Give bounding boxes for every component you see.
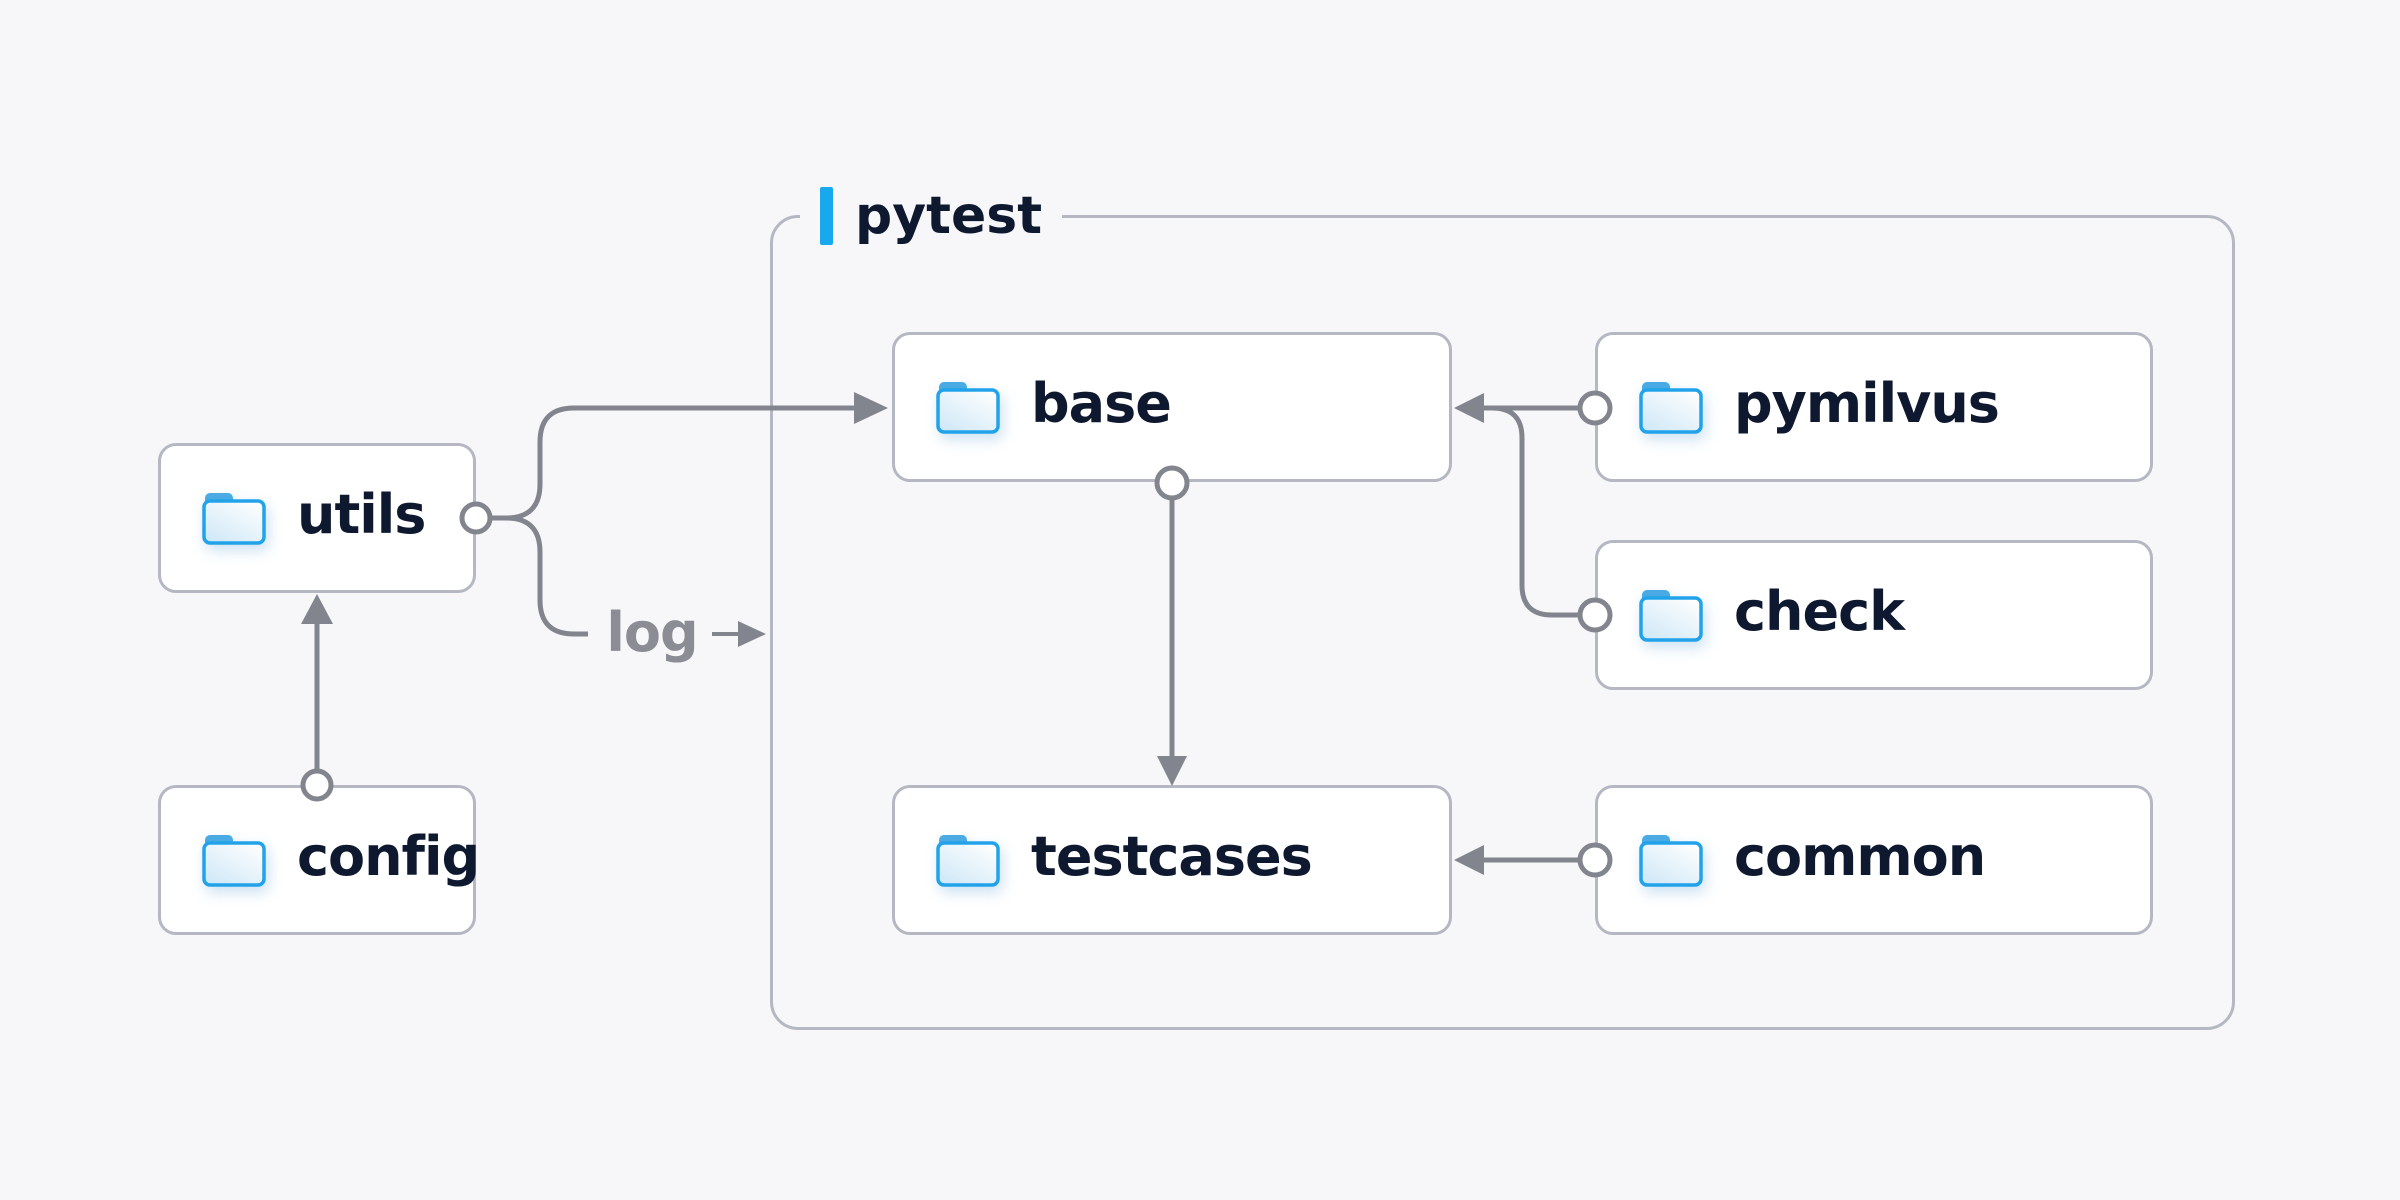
pytest-group-label: pytest <box>800 183 1063 249</box>
node-pymilvus[interactable]: pymilvus <box>1595 332 2153 482</box>
node-config[interactable]: config <box>158 785 480 935</box>
node-common[interactable]: common <box>1595 785 2153 935</box>
folder-icon <box>1639 835 1703 887</box>
node-check[interactable]: check <box>1595 540 2153 690</box>
folder-icon <box>936 382 1000 434</box>
connector-utils-log: log <box>459 501 766 664</box>
node-testcases[interactable]: testcases <box>892 785 1452 935</box>
folder-icon <box>1639 382 1703 434</box>
log-label: log <box>606 601 697 664</box>
node-label: config <box>297 825 480 888</box>
arrowhead <box>301 594 333 624</box>
node-label: testcases <box>1031 825 1313 888</box>
group-title: pytest <box>855 186 1043 246</box>
node-label: common <box>1734 825 1986 888</box>
node-label: utils <box>297 483 426 546</box>
node-utils[interactable]: utils <box>158 443 476 593</box>
node-label: check <box>1734 580 1905 643</box>
folder-icon <box>202 493 266 545</box>
pytest-group-outline <box>770 215 2235 1030</box>
folder-icon <box>202 835 266 887</box>
arrowhead <box>738 621 766 647</box>
node-base[interactable]: base <box>892 332 1452 482</box>
connector-config-utils <box>300 594 334 802</box>
accent-bar <box>820 187 833 245</box>
node-label: base <box>1031 372 1172 435</box>
folder-icon <box>1639 590 1703 642</box>
node-label: pymilvus <box>1734 372 2000 435</box>
folder-icon <box>936 835 1000 887</box>
